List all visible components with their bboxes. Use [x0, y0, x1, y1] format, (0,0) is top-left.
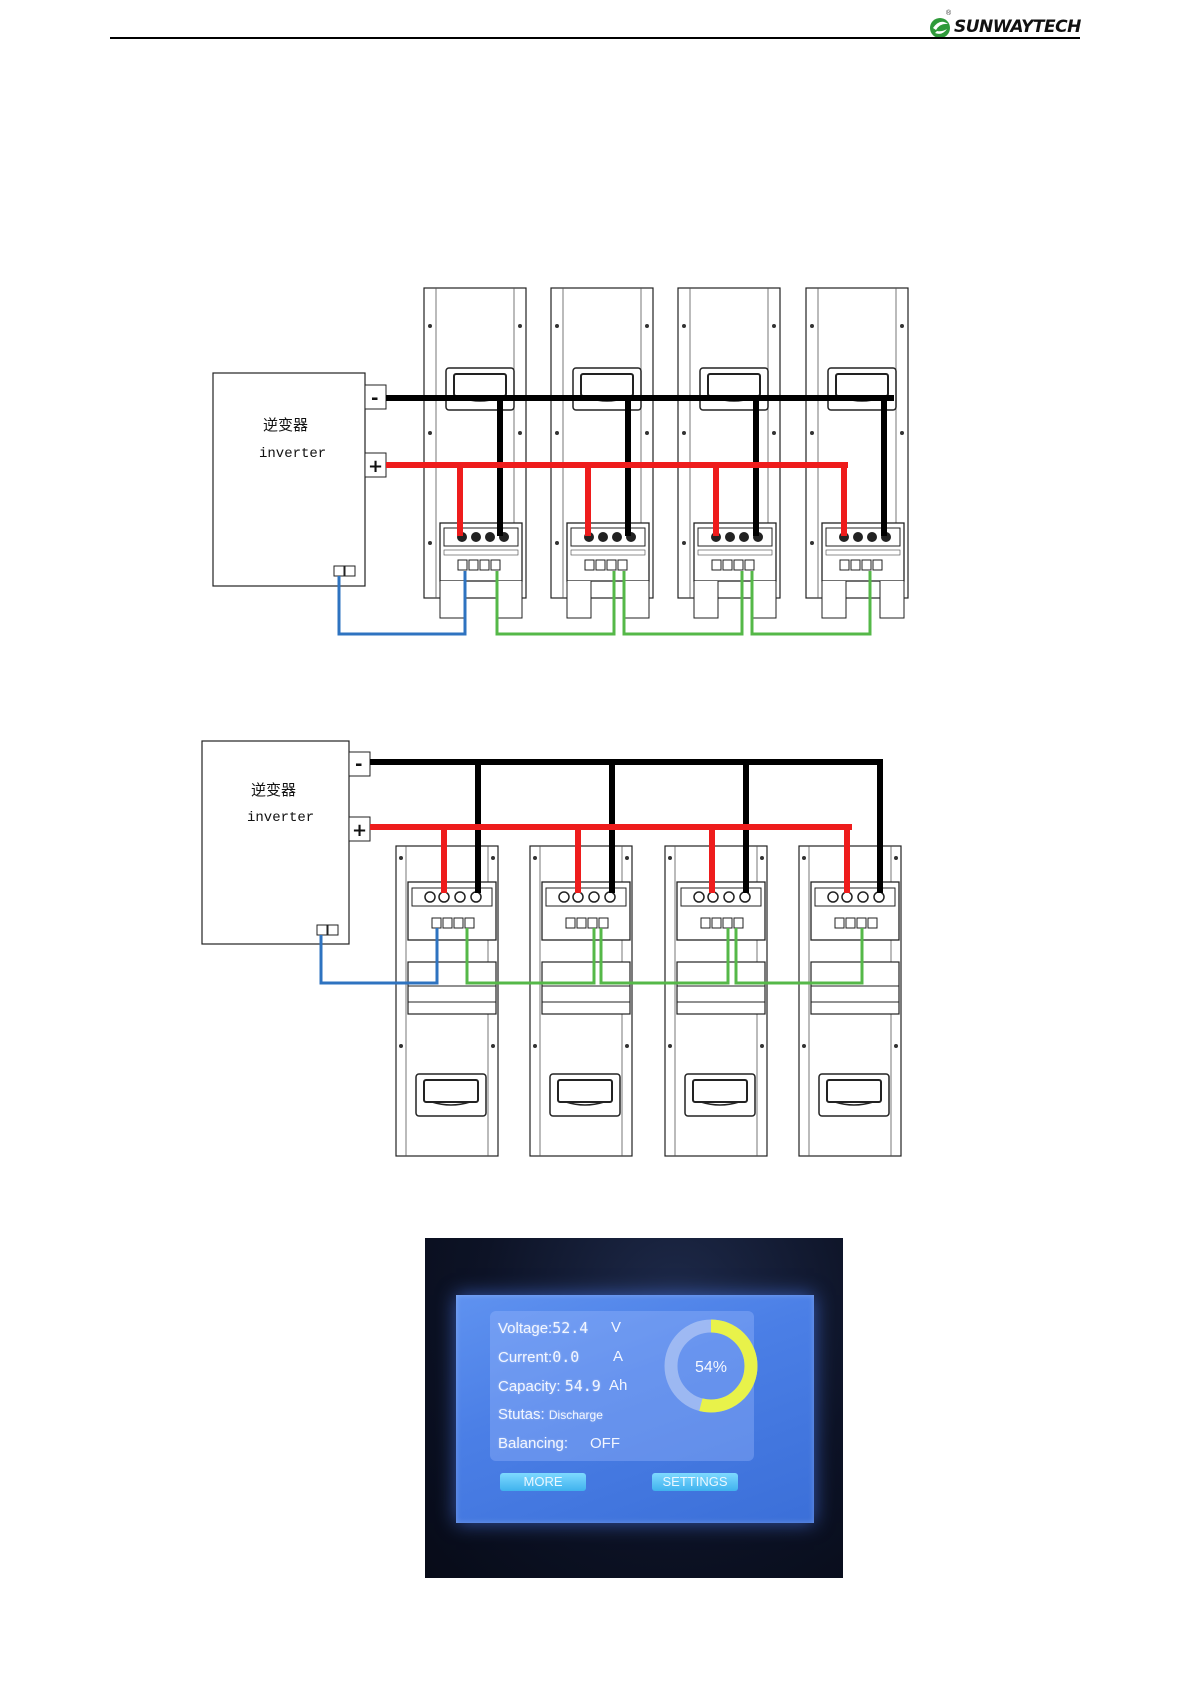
lcd-display-photo: Voltage:52.4 V Current:0.0 A Capacity: 5…	[425, 1238, 843, 1578]
inverter-label: inverter	[247, 810, 314, 826]
battery-tower-2	[551, 288, 653, 618]
wiring-diagrams: 逆变器 inverter - +	[0, 0, 1192, 1220]
negative-terminal-sign: -	[371, 388, 378, 409]
soc-percent: 54%	[695, 1359, 727, 1376]
settings-button[interactable]: SETTINGS	[652, 1473, 738, 1491]
negative-terminal-sign: -	[355, 754, 362, 775]
capacity-value: 54.9	[565, 1377, 601, 1395]
capacity-label: Capacity:	[498, 1378, 561, 1395]
inverter-box	[202, 741, 349, 944]
current-unit: A	[613, 1348, 623, 1365]
current-value: 0.0	[552, 1348, 579, 1366]
inverter-box	[213, 373, 365, 586]
status-value: Discharge	[549, 1408, 603, 1422]
diagram-2: 逆变器 inverter - +	[202, 741, 901, 1156]
positive-terminal-sign: +	[352, 820, 367, 841]
inverter-title: 逆变器	[251, 781, 296, 799]
voltage-label: Voltage:	[498, 1320, 552, 1337]
inverter-title: 逆变器	[263, 416, 308, 434]
voltage-row: Voltage:52.4	[498, 1319, 588, 1337]
current-row: Current:0.0	[498, 1348, 579, 1366]
battery-tower-3	[665, 846, 767, 1156]
lcd-screen: Voltage:52.4 V Current:0.0 A Capacity: 5…	[456, 1295, 814, 1523]
capacity-row: Capacity: 54.9	[498, 1377, 601, 1395]
more-button[interactable]: MORE	[500, 1473, 586, 1491]
voltage-value: 52.4	[552, 1319, 588, 1337]
current-label: Current:	[498, 1349, 552, 1366]
battery-tower-3	[678, 288, 780, 618]
voltage-unit: V	[611, 1319, 621, 1336]
balancing-row: Balancing:	[498, 1435, 568, 1452]
status-row: Stutas: Discharge	[498, 1406, 603, 1423]
battery-tower-4	[806, 288, 908, 618]
balancing-label: Balancing:	[498, 1435, 568, 1452]
positive-terminal-sign: +	[368, 456, 383, 477]
soc-gauge: 54%	[662, 1317, 760, 1415]
diagram-1: 逆变器 inverter - +	[213, 288, 908, 634]
balancing-value: OFF	[590, 1435, 620, 1452]
capacity-unit: Ah	[609, 1377, 627, 1394]
battery-tower-1	[424, 288, 526, 618]
inverter-label: inverter	[259, 446, 326, 462]
status-label: Stutas:	[498, 1406, 545, 1423]
